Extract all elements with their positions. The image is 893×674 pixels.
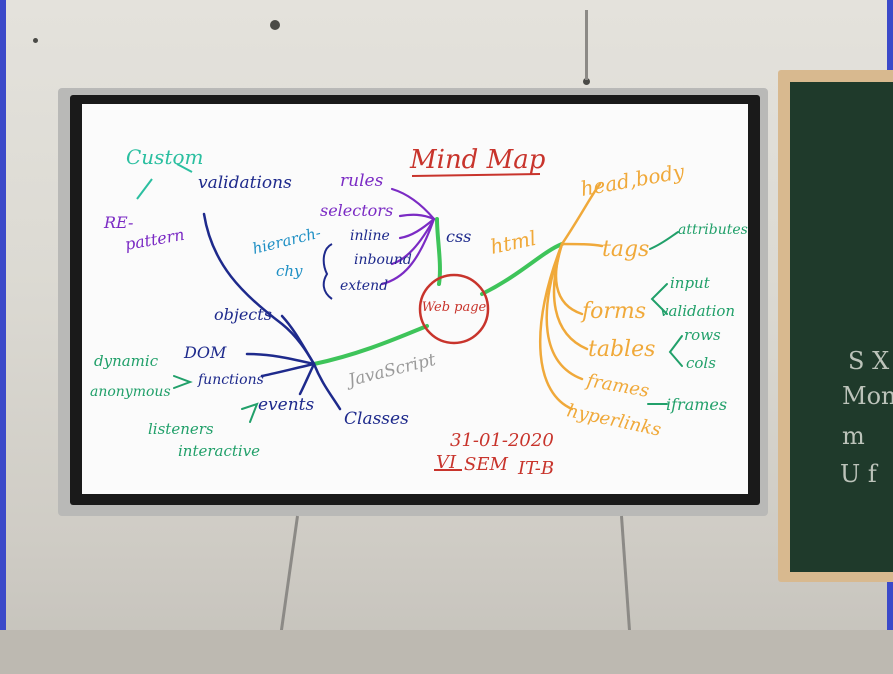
js-item-dom: DOM	[183, 343, 227, 362]
chalk-text: U f	[840, 460, 877, 488]
wall-wire	[585, 10, 588, 80]
html-branch	[552, 242, 589, 351]
js-subbranch	[173, 375, 193, 389]
footer-sem-roman: VI	[436, 452, 457, 473]
html-branch	[560, 182, 602, 246]
css-item-inbound: inbound	[354, 252, 412, 268]
css-branch	[380, 217, 436, 286]
js-branch	[280, 314, 316, 366]
js-branch	[260, 362, 316, 378]
left-border	[0, 0, 6, 674]
js-sub-interactive: interactive	[178, 442, 260, 460]
js-branch	[312, 362, 342, 411]
js-item-events: events	[258, 395, 315, 415]
html-branch	[538, 242, 574, 411]
js-top-validations: validations	[198, 173, 292, 193]
center-node-circle	[418, 273, 490, 345]
stem-line	[312, 324, 429, 366]
mind-map: Mind Map Web page css rules selectors in…	[90, 145, 748, 479]
js-label: JavaScript	[343, 350, 437, 392]
wall-camera	[583, 78, 590, 85]
title-underline	[411, 173, 541, 177]
html-sub-iframes: iframes	[666, 395, 727, 414]
display-screen	[82, 104, 748, 494]
chalkboard: S X Mon m U f	[790, 82, 893, 572]
css-item-selectors: selectors	[320, 201, 393, 220]
center-node-label: Web page	[422, 300, 487, 315]
css-item-rules: rules	[340, 171, 384, 191]
html-item-frames: frames	[583, 370, 651, 402]
js-item-functions: functions	[197, 372, 264, 388]
html-sub-attributes: attributes	[678, 222, 748, 238]
html-subbranch	[668, 335, 683, 367]
stem-line	[480, 242, 564, 296]
css-branch	[398, 213, 436, 221]
html-sub-input: input	[670, 274, 711, 292]
js-branch	[245, 352, 316, 366]
js-item-classes: Classes	[344, 409, 409, 429]
css-label: css	[446, 227, 471, 246]
title-text: Mind Map	[409, 145, 546, 175]
chalk-text: S X	[848, 347, 890, 375]
custom-label: Custom	[126, 145, 204, 169]
css-item-inline: inline	[350, 228, 390, 244]
chalk-text: Mon	[842, 382, 893, 410]
html-label: html	[488, 226, 538, 259]
chalk-text: m	[842, 422, 865, 450]
html-branch	[560, 242, 604, 248]
js-sub-listeners: listeners	[148, 420, 214, 438]
html-item-hyperlinks: hyperlinks	[565, 400, 663, 440]
footer-date: 31-01-2020	[450, 430, 554, 451]
stem-line	[435, 217, 442, 286]
css-branch	[390, 217, 436, 266]
html-sub-rows: rows	[684, 326, 721, 344]
css-branch	[390, 187, 436, 221]
re-label: RE-	[103, 213, 133, 232]
html-item-forms: forms	[580, 299, 646, 324]
js-sub-dynamic: dynamic	[94, 352, 159, 370]
footer-class: IT-B	[517, 458, 554, 479]
js-branch	[298, 362, 316, 396]
js-item-objects: objects	[214, 305, 272, 324]
css-item-extend: extend	[340, 278, 388, 294]
html-item-headbody: head,body	[579, 159, 687, 201]
css-hierarchy-1: hierarch-	[251, 224, 323, 258]
html-subbranch	[649, 231, 679, 250]
wall-mark	[270, 20, 280, 30]
hierarchy-brace	[322, 243, 333, 300]
html-item-tables: tables	[588, 337, 655, 362]
js-subbranch	[241, 402, 259, 423]
html-sub-validation: validation	[660, 302, 735, 320]
html-item-tags: tags	[602, 237, 649, 262]
js-sub-anonymous: anonymous	[90, 384, 171, 400]
html-sub-cols: cols	[686, 354, 716, 372]
floor	[0, 630, 893, 674]
css-branch	[398, 217, 436, 240]
footer-sem: SEM	[464, 454, 508, 475]
wall-mark	[33, 38, 38, 43]
html-subbranch	[650, 283, 668, 315]
css-hierarchy-2: chy	[276, 262, 303, 280]
custom-arrow	[136, 163, 193, 200]
